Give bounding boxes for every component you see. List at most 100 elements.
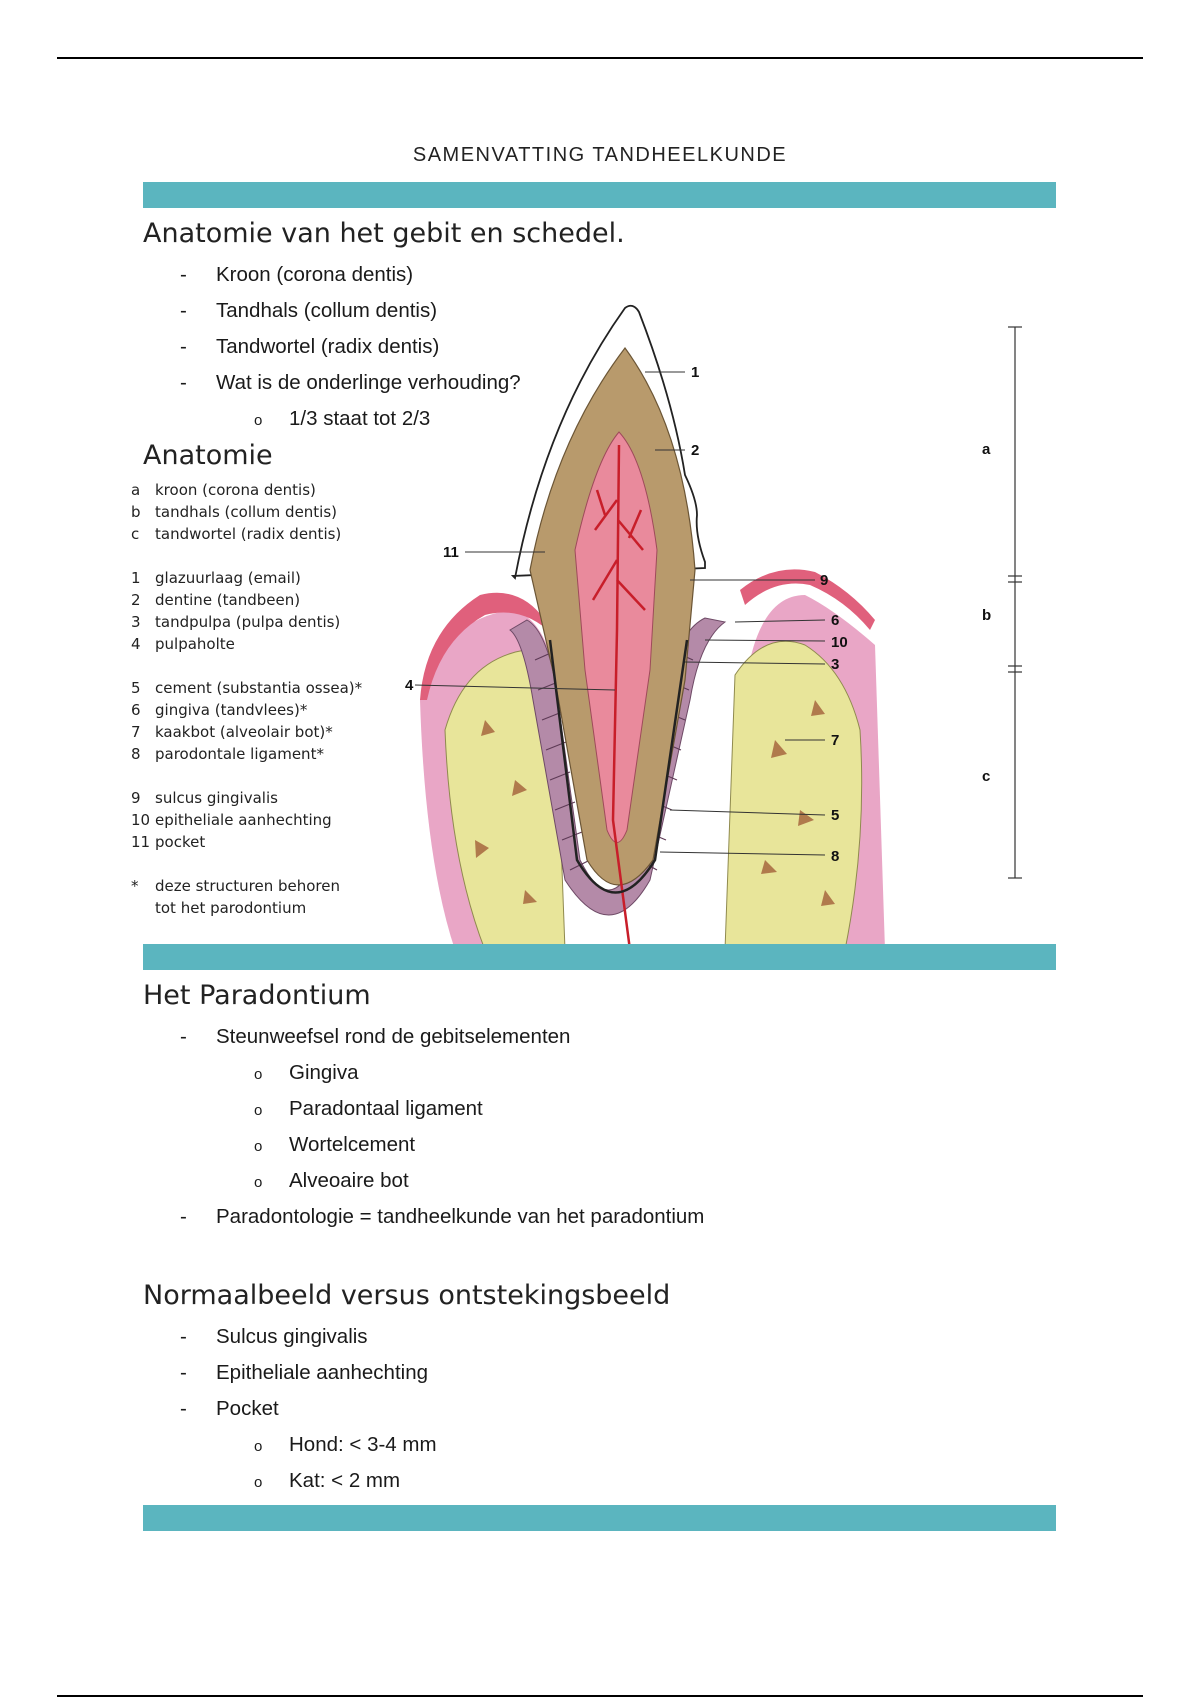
list-item: Wat is de onderlinge verhouding? <box>0 365 521 401</box>
legend-text: pulpaholte <box>155 635 235 653</box>
legend-text: tandpulpa (pulpa dentis) <box>155 613 341 631</box>
gingiva <box>740 569 875 630</box>
tooth-cross-section-diagram: 1 2 9 11 6 10 3 4 7 5 8 a b c <box>405 304 1022 950</box>
legend-row: a kroon (corona dentis) <box>131 479 362 501</box>
list-paradontium: Steunweefsel rond de gebitselementen Gin… <box>0 1019 704 1235</box>
section-band-3 <box>143 1505 1056 1531</box>
list-item: Alveoaire bot <box>0 1163 704 1201</box>
legend-key: 8 <box>131 745 141 763</box>
legend-key: 3 <box>131 613 141 631</box>
bottom-rule <box>57 1695 1143 1697</box>
legend-group: a kroon (corona dentis) b tandhals (collum… <box>131 479 362 545</box>
gingiva <box>420 592 553 700</box>
legend-text: kaakbot (alveolair bot)* <box>155 723 333 741</box>
figure-label-11: 11 <box>443 544 459 561</box>
list-normaalbeeld: Sulcus gingivalis Epitheliale aanhechtin… <box>0 1319 437 1501</box>
figure-label-3: 3 <box>831 656 839 673</box>
legend-text: glazuurlaag (email) <box>155 569 301 587</box>
legend-row: 8 parodontale ligament* <box>131 743 362 765</box>
figure-label-10: 10 <box>831 634 848 651</box>
legend-key: 1 <box>131 569 141 587</box>
figure-label-1: 1 <box>691 364 699 381</box>
legend-key: b <box>131 503 141 521</box>
legend-text: sulcus gingivalis <box>155 789 278 807</box>
list-item: 1/3 staat tot 2/3 <box>0 401 521 439</box>
anatomy-legend: a kroon (corona dentis) b tandhals (collum… <box>131 479 362 941</box>
legend-text: dentine (tandbeen) <box>155 591 301 609</box>
legend-key: c <box>131 525 140 543</box>
legend-row: c tandwortel (radix dentis) <box>131 523 362 545</box>
leader-lines <box>414 371 826 856</box>
measurement-bracket <box>1008 326 1022 879</box>
list-item: Paradontaal ligament <box>0 1091 704 1129</box>
legend-key: 2 <box>131 591 141 609</box>
list-item: Tandhals (collum dentis) <box>0 293 521 329</box>
list-item: Wortelcement <box>0 1127 704 1165</box>
figure-label-4: 4 <box>405 677 414 694</box>
legend-text: epitheliale aanhechting <box>155 811 332 829</box>
legend-row: * deze structuren behoren <box>131 875 362 897</box>
legend-text: tandwortel (radix dentis) <box>155 525 342 543</box>
bone-lacunae <box>475 700 835 906</box>
legend-key: * <box>131 877 139 895</box>
figure-label-b: b <box>982 607 991 624</box>
legend-key: a <box>131 481 141 499</box>
figure-label-6: 6 <box>831 612 839 629</box>
list-item: Kat: < 2 mm <box>0 1463 437 1501</box>
figure-label-7: 7 <box>831 732 839 749</box>
legend-group: * deze structuren behoren tot het parodon… <box>131 875 362 919</box>
alveolar-bone <box>724 640 863 950</box>
legend-row: 1 glazuurlaag (email) <box>131 567 362 589</box>
legend-group: 5 cement (substantia ossea)* 6 gingiva (ta… <box>131 677 362 765</box>
legend-row: 6 gingiva (tandvlees)* <box>131 699 362 721</box>
legend-group: 1 glazuurlaag (email) 2 dentine (tandbeen)… <box>131 567 362 655</box>
list-item: Pocket <box>0 1391 437 1427</box>
list-item: Epitheliale aanhechting <box>0 1355 437 1391</box>
legend-key: 7 <box>131 723 141 741</box>
top-rule <box>57 57 1143 59</box>
legend-row: 3 tandpulpa (pulpa dentis) <box>131 611 362 633</box>
list-item: Kroon (corona dentis) <box>0 257 521 293</box>
legend-key: 5 <box>131 679 141 697</box>
blood-vessel <box>591 444 646 950</box>
legend-key: 6 <box>131 701 141 719</box>
figure-label-9: 9 <box>820 572 828 589</box>
list-item: Paradontologie = tandheelkunde van het p… <box>0 1199 704 1235</box>
section-title-anatomie-gebit: Anatomie van het gebit en schedel. <box>143 218 625 249</box>
figure-label-c: c <box>982 768 990 785</box>
section-band-1 <box>143 182 1056 208</box>
root-outline <box>548 639 689 894</box>
list-item: Steunweefsel rond de gebitselementen <box>0 1019 704 1055</box>
page-header: SAMENVATTING TANDHEELKUNDE <box>412 144 788 166</box>
legend-text: cement (substantia ossea)* <box>155 679 363 697</box>
section-title-paradontium: Het Paradontium <box>143 980 371 1011</box>
list-item: Sulcus gingivalis <box>0 1319 437 1355</box>
figure-label-a: a <box>982 441 991 458</box>
legend-row: 2 dentine (tandbeen) <box>131 589 362 611</box>
legend-row: 4 pulpaholte <box>131 633 362 655</box>
figure-label-5: 5 <box>831 807 839 824</box>
legend-row: 5 cement (substantia ossea)* <box>131 677 362 699</box>
list-item: Tandwortel (radix dentis) <box>0 329 521 365</box>
legend-text: deze structuren behoren <box>155 877 340 895</box>
section-band-2 <box>143 944 1056 970</box>
legend-row: 7 kaakbot (alveolair bot)* <box>131 721 362 743</box>
legend-row: b tandhals (collum dentis) <box>131 501 362 523</box>
legend-key: 10 <box>131 811 151 829</box>
list-anatomie-gebit: Kroon (corona dentis) Tandhals (collum d… <box>0 257 521 439</box>
legend-text: tandhals (collum dentis) <box>155 503 338 521</box>
legend-text: pocket <box>155 833 206 851</box>
legend-row: tot het parodontium <box>131 897 362 919</box>
legend-text: gingiva (tandvlees)* <box>155 701 308 719</box>
list-item: Gingiva <box>0 1055 704 1093</box>
legend-text: parodontale ligament* <box>155 745 324 763</box>
legend-text: tot het parodontium <box>155 899 307 917</box>
figure-label-2: 2 <box>691 442 699 459</box>
legend-text: kroon (corona dentis) <box>155 481 316 499</box>
legend-key: 11 <box>131 833 151 851</box>
legend-key: 4 <box>131 635 141 653</box>
section-title-normaalbeeld: Normaalbeeld versus ontstekingsbeeld <box>143 1280 671 1311</box>
tooth-anatomy-figure: 1 2 9 11 6 10 3 4 7 5 8 a b c <box>405 300 1045 950</box>
